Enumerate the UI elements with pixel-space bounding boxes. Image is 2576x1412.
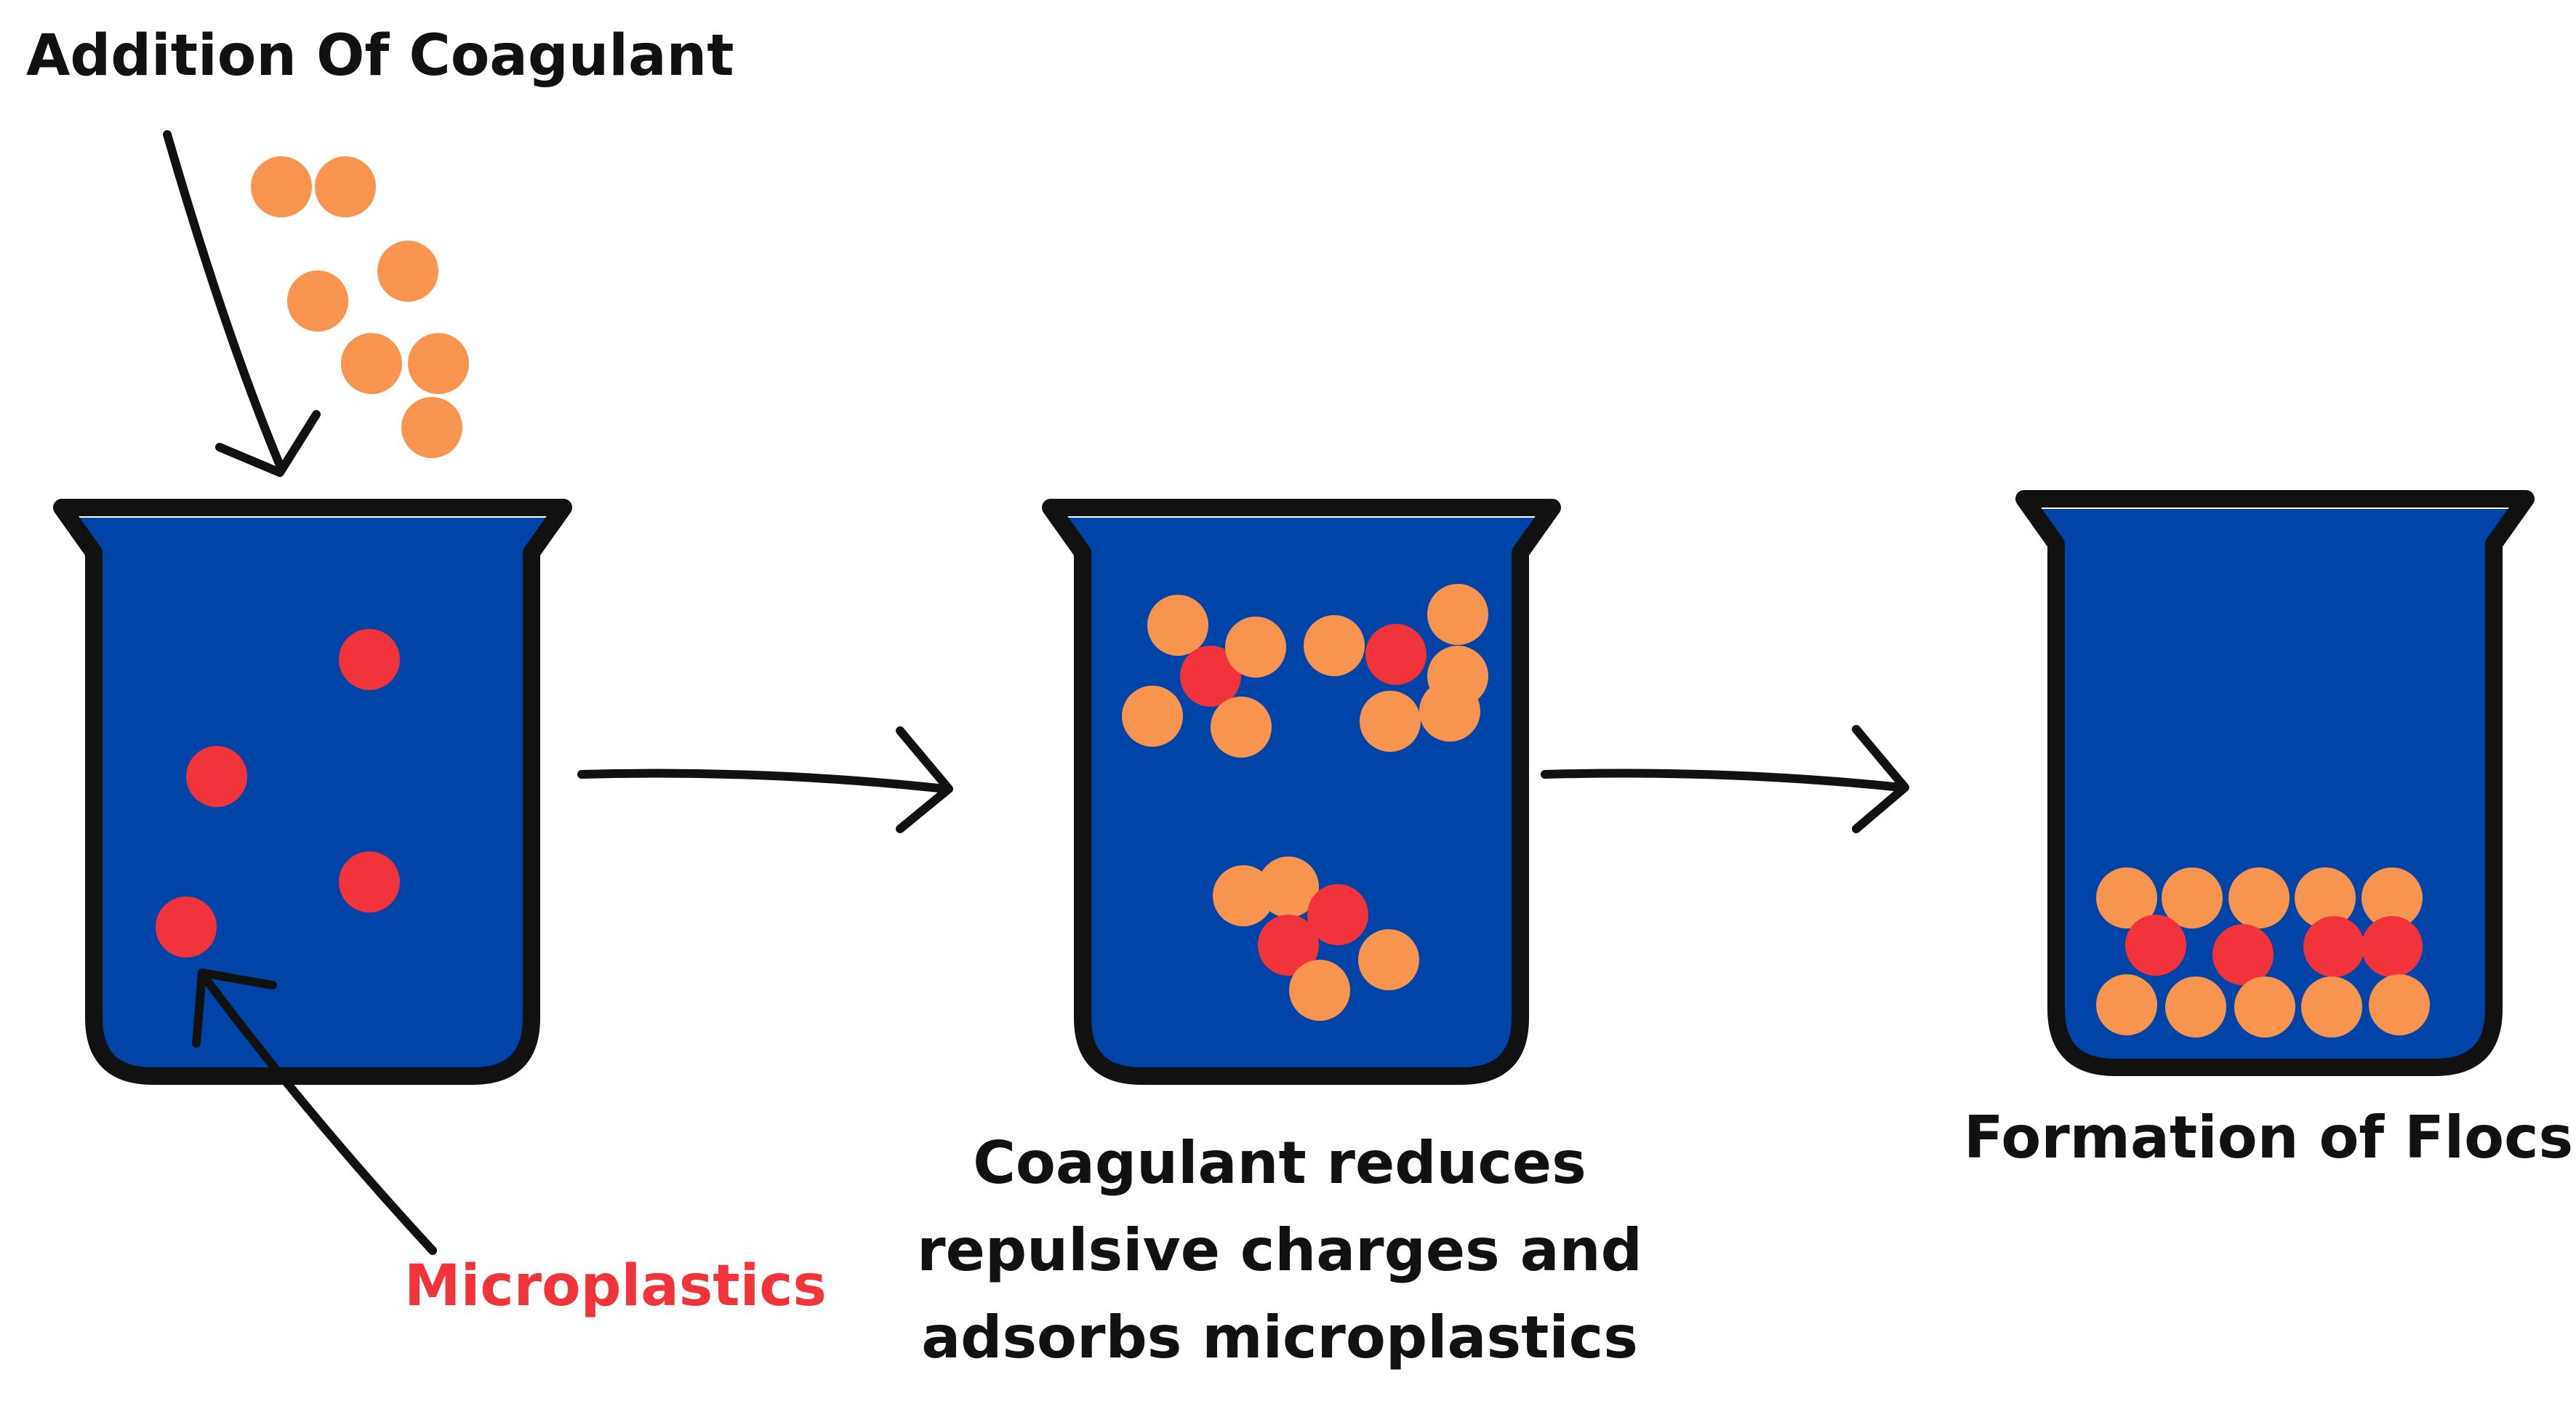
coagulant-particle	[2234, 976, 2295, 1038]
microplastic-particle	[2212, 924, 2274, 985]
coagulant-particle	[1258, 857, 1319, 918]
beaker-1	[53, 499, 572, 1085]
coagulant-particle	[377, 241, 438, 302]
arrow-step-1-to-2-head	[896, 726, 953, 833]
step-2-caption-line: repulsive charges and	[917, 1216, 1642, 1284]
beaker-3-water	[2038, 509, 2512, 1060]
coagulant-particle	[287, 270, 348, 332]
arrow-addition	[163, 130, 284, 470]
microplastic-particle	[1258, 915, 1319, 976]
beaker-1-water	[76, 518, 550, 1069]
coagulant-particle	[1122, 686, 1183, 747]
floc-cluster-c	[1213, 857, 1419, 1021]
microplastic-particle	[186, 746, 247, 807]
falling-coagulant-particles	[251, 156, 469, 458]
coagulant-particle	[2295, 867, 2356, 928]
arrow-step-2-to-3-head	[1852, 725, 1909, 833]
coagulant-particle	[2096, 974, 2157, 1035]
coagulant-particle	[315, 156, 376, 217]
coagulant-particle	[1419, 681, 1480, 742]
floc-cluster-b	[1304, 584, 1488, 752]
beaker-3	[2015, 490, 2535, 1076]
addition-of-coagulant-label: Addition Of Coagulant	[26, 23, 734, 89]
coagulant-particle	[1211, 697, 1272, 758]
step-2-caption: Coagulant reduces repulsive charges and …	[872, 1120, 1687, 1381]
beaker-1-outline	[53, 499, 572, 1085]
coagulant-particle	[1427, 584, 1488, 645]
coagulant-particle	[1358, 929, 1419, 990]
arrow-microplastics	[201, 974, 437, 1255]
coagulant-particle	[1225, 617, 1286, 678]
beaker-2-outline	[1042, 499, 1561, 1085]
arrow-addition-head	[215, 410, 321, 477]
microplastic-particle	[339, 851, 400, 912]
coagulant-particle	[2165, 976, 2226, 1038]
arrow-microplastics-head	[192, 968, 277, 1048]
microplastic-particle	[1307, 884, 1368, 945]
coagulant-particle	[1147, 595, 1208, 656]
coagulant-particle	[2369, 974, 2430, 1035]
arrow-step-2-to-3	[1541, 769, 1906, 792]
coagulant-particle	[1360, 691, 1421, 752]
coagulant-particle	[1304, 615, 1365, 676]
coagulant-particle	[401, 397, 462, 458]
step-2-caption-line: adsorbs microplastics	[921, 1304, 1638, 1371]
arrow-step-1-to-2	[577, 769, 950, 793]
coagulant-particle	[2228, 867, 2290, 928]
floc-cluster-a	[1122, 595, 1286, 758]
microplastic-particle	[2125, 915, 2186, 976]
arrows	[163, 130, 1909, 1255]
microplastic-particle	[339, 629, 400, 690]
microplastic-particle	[2303, 916, 2364, 977]
beaker-3-outline	[2015, 490, 2535, 1076]
step-2-caption-line: Coagulant reduces	[973, 1129, 1586, 1197]
microplastic-particle	[1365, 624, 1427, 685]
coagulant-particle	[2096, 867, 2157, 928]
settled-flocs	[2096, 867, 2430, 1038]
coagulant-particle	[251, 156, 312, 217]
step-3-caption: Formation of Flocs	[1963, 1104, 2574, 1171]
microplastic-particle	[156, 896, 217, 958]
coagulant-particle	[1289, 960, 1350, 1021]
coagulant-particle	[341, 333, 402, 394]
coagulant-particle	[408, 333, 469, 394]
microplastic-particle	[2362, 916, 2423, 977]
coagulant-particle	[2162, 867, 2223, 928]
microplastic-particle	[1180, 646, 1241, 707]
coagulant-particle	[2301, 976, 2362, 1038]
beaker-2	[1042, 499, 1561, 1085]
coagulant-particle	[2362, 867, 2423, 928]
microplastics-label: Microplastics	[404, 1253, 827, 1319]
